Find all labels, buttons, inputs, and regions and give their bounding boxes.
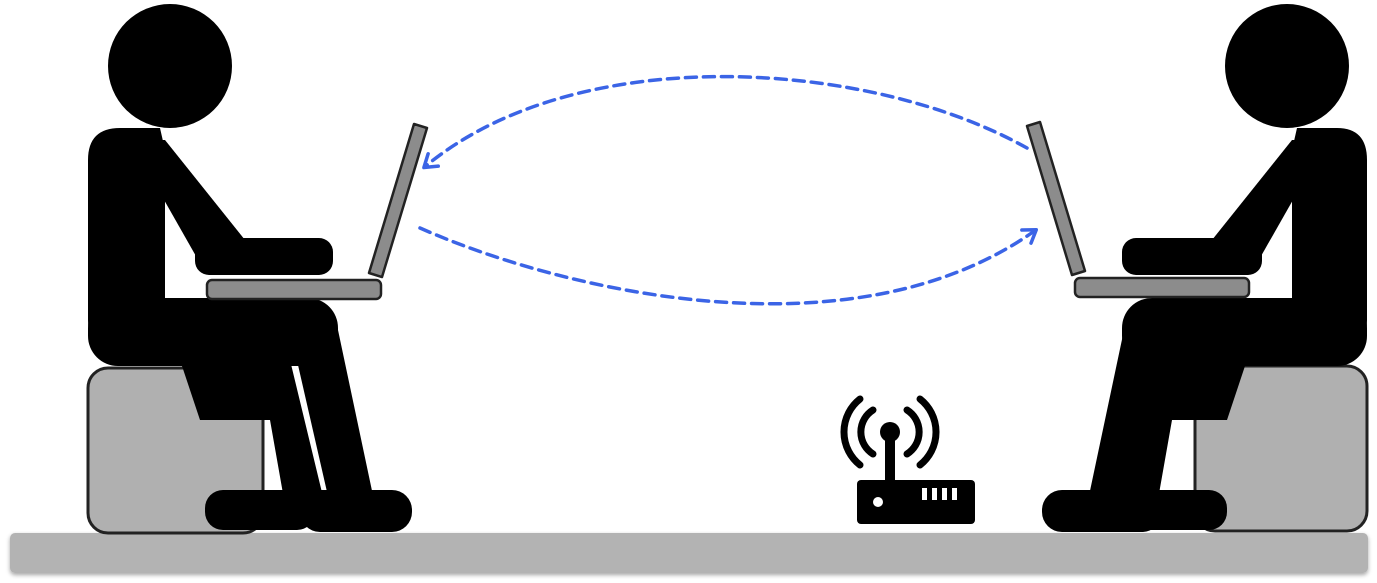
right-person bbox=[1025, 4, 1369, 533]
left-back-leg bbox=[180, 360, 325, 505]
left-laptop-base bbox=[205, 278, 383, 301]
left-foot bbox=[300, 490, 412, 532]
left-laptop-screen bbox=[367, 122, 429, 279]
wireless-router-icon bbox=[840, 395, 975, 524]
right-laptop-base bbox=[1073, 276, 1251, 299]
transmission-right-to-left-arrow bbox=[422, 74, 1029, 170]
right-head bbox=[1225, 4, 1349, 128]
left-person bbox=[86, 4, 429, 535]
right-foot bbox=[1042, 490, 1162, 532]
left-head bbox=[108, 4, 232, 128]
right-laptop-screen bbox=[1025, 120, 1087, 277]
transmission-left-to-right-arrow bbox=[418, 226, 1039, 306]
floor bbox=[10, 533, 1368, 573]
